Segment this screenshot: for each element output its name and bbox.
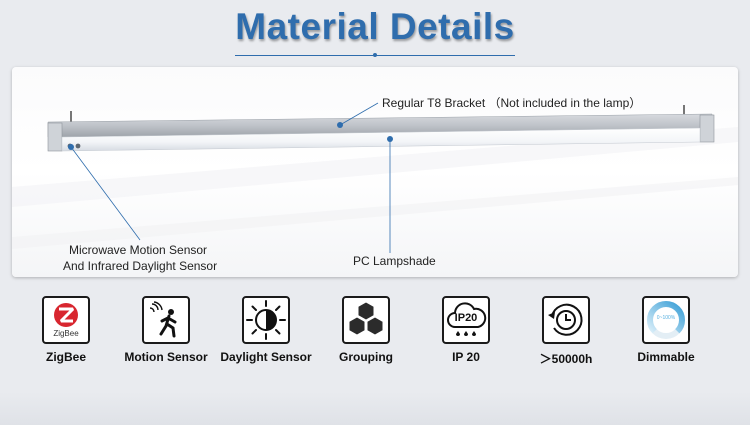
callout-dot-lampshade bbox=[387, 136, 393, 142]
ip20-icon: IP20 bbox=[442, 296, 490, 344]
feature-label: ＞50000h bbox=[539, 352, 593, 366]
feature-icons-row: ZigBee ZigBee Motion Sensor bbox=[0, 296, 750, 376]
dimmable-icon-text: 0~100% bbox=[656, 315, 676, 321]
dimmable-icon: 0~100% bbox=[642, 296, 690, 344]
feature-label: ZigBee bbox=[45, 350, 86, 364]
lifetime-clock-icon bbox=[542, 296, 590, 344]
title-underline-dot bbox=[373, 53, 377, 57]
motion-sensor-icon bbox=[142, 296, 190, 344]
feature-label: Motion Sensor bbox=[124, 350, 208, 364]
callout-lampshade: PC Lampshade bbox=[353, 254, 436, 268]
feature-dimmable: 0~100% Dimmable bbox=[611, 296, 721, 364]
feature-label: Daylight Sensor bbox=[220, 350, 312, 364]
callout-dot-sensor bbox=[68, 144, 74, 150]
zigbee-icon: ZigBee bbox=[42, 296, 90, 344]
end-cap-right bbox=[699, 114, 715, 143]
bottom-band bbox=[0, 392, 750, 425]
led-tube bbox=[61, 127, 701, 152]
feature-motion-sensor: Motion Sensor bbox=[111, 296, 221, 364]
lamp-illustration bbox=[12, 102, 738, 253]
feature-grouping: Grouping bbox=[311, 296, 421, 364]
ip20-icon-text: IP20 bbox=[454, 312, 478, 324]
daylight-sensor-icon bbox=[242, 296, 290, 344]
end-cap-left bbox=[47, 122, 63, 152]
callout-sensor-line1: Microwave Motion Sensor bbox=[69, 243, 208, 257]
feature-label: IP 20 bbox=[452, 350, 480, 364]
grouping-icon bbox=[342, 296, 390, 344]
feature-ip20: IP20 IP 20 bbox=[411, 296, 521, 364]
zigbee-icon-text: ZigBee bbox=[53, 329, 79, 338]
sensor-dot bbox=[75, 143, 81, 149]
callout-bracket: Regular T8 Bracket （Not included in the … bbox=[382, 96, 642, 110]
feature-daylight-sensor: Daylight Sensor bbox=[211, 296, 321, 364]
feature-lifetime: ＞50000h bbox=[511, 296, 621, 367]
feature-label: Grouping bbox=[339, 350, 393, 364]
feature-label: Dimmable bbox=[637, 350, 695, 364]
bracket-screw-right bbox=[683, 105, 685, 117]
page-title: Material Details bbox=[235, 6, 515, 47]
product-photo-panel: Regular T8 Bracket （Not included in the … bbox=[12, 67, 738, 277]
callout-dot-bracket bbox=[337, 122, 343, 128]
callout-sensor-line2: And Infrared Daylight Sensor bbox=[63, 259, 218, 273]
bracket-screw-left bbox=[70, 111, 72, 123]
feature-zigbee: ZigBee ZigBee bbox=[11, 296, 121, 364]
